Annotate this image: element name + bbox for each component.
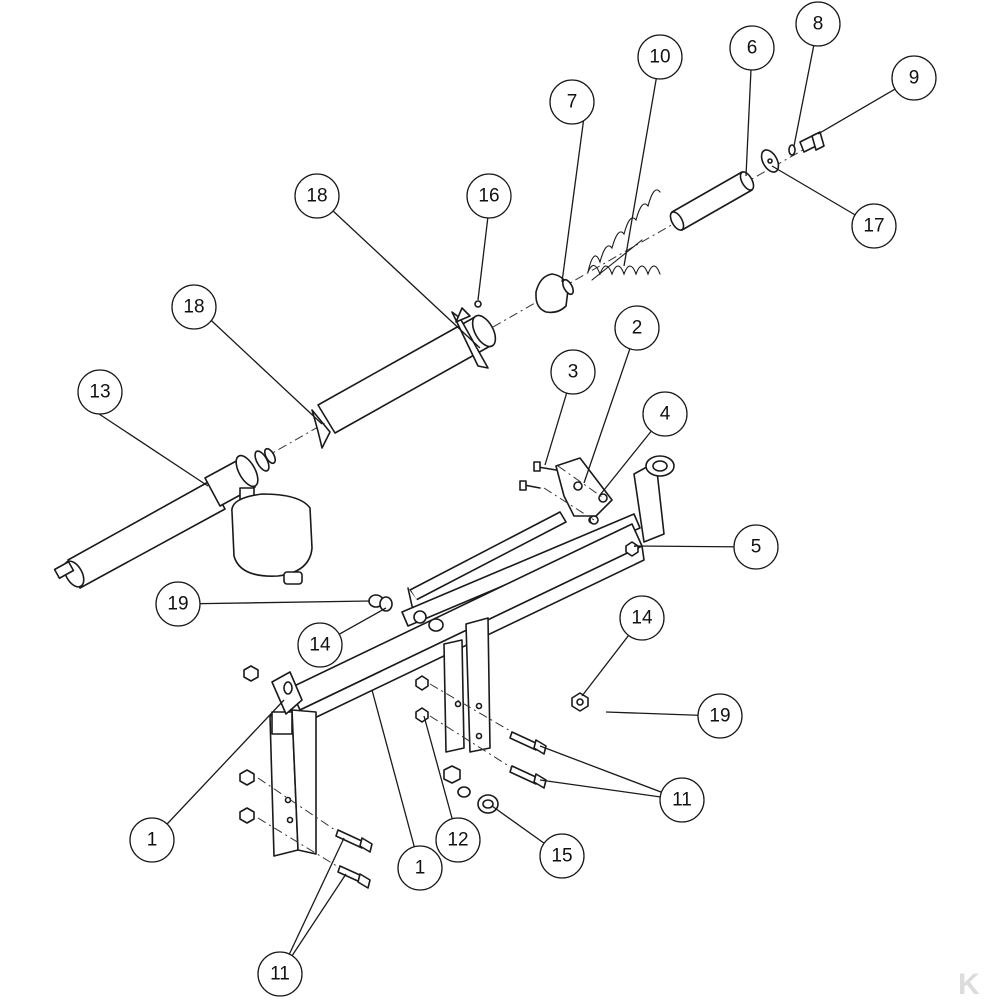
callout-15: 15 <box>539 833 585 879</box>
callout-10: 10 <box>637 34 683 80</box>
part-16-pin <box>474 300 482 308</box>
callout-label: 2 <box>632 318 643 339</box>
callout-label: 17 <box>863 216 884 237</box>
callout-12: 12 <box>435 817 481 863</box>
part-frame-pivot-post <box>633 455 675 543</box>
callout-11b: 11 <box>257 951 303 997</box>
part-1-main-frame <box>269 511 645 857</box>
callout-label: 13 <box>89 382 110 403</box>
callout-label: 15 <box>551 846 572 867</box>
callout-1b: 1 <box>397 845 443 891</box>
part-9-bolt <box>799 131 825 153</box>
callout-14a: 14 <box>297 622 343 668</box>
callout-9: 9 <box>891 55 937 101</box>
callout-label: 8 <box>813 14 824 35</box>
callout-2: 2 <box>614 305 660 351</box>
callout-label: 6 <box>747 38 758 59</box>
callout-label: 16 <box>478 186 499 207</box>
callout-label: 18 <box>306 186 327 207</box>
callout-4: 4 <box>642 391 688 437</box>
callout-19b: 19 <box>697 693 743 739</box>
callout-13: 13 <box>77 369 123 415</box>
part-8-ring <box>788 144 796 156</box>
callout-label: 12 <box>447 830 468 851</box>
callout-label: 9 <box>909 68 920 89</box>
callout-label: 18 <box>183 297 204 318</box>
part-13-hydraulic-cylinder <box>53 447 313 589</box>
callout-label: 19 <box>167 594 188 615</box>
callout-11a: 11 <box>659 777 705 823</box>
callout-14b: 14 <box>619 595 665 641</box>
callout-label: 19 <box>709 706 730 727</box>
part-17-washer <box>760 149 780 173</box>
callout-label: 14 <box>631 608 653 629</box>
part-12-15-washer-nut <box>443 765 499 814</box>
callout-16: 16 <box>466 173 512 219</box>
callout-label: 7 <box>567 92 578 113</box>
logo-mark: K <box>958 968 980 1000</box>
callout-8: 8 <box>795 1 841 47</box>
part-10-compression-spring <box>587 189 661 281</box>
callout-label: 11 <box>270 964 290 985</box>
part-7-end-cap <box>535 273 575 314</box>
callout-18a: 18 <box>294 173 340 219</box>
assembly-dash-lines <box>257 465 603 869</box>
callout-label: 3 <box>568 362 579 383</box>
callout-label: 1 <box>147 830 158 851</box>
callout-label: 10 <box>649 47 670 68</box>
callout-7: 7 <box>549 79 595 125</box>
part-11-bolts <box>335 731 547 889</box>
callout-5: 5 <box>733 524 779 570</box>
callout-label: 5 <box>751 537 762 558</box>
part-3-bolts <box>519 461 557 491</box>
part-6-shaft <box>669 171 755 231</box>
callout-17: 17 <box>851 203 897 249</box>
part-14-19-nuts-left <box>368 594 444 632</box>
callout-label: 11 <box>672 790 692 811</box>
callout-18b: 18 <box>171 284 217 330</box>
leader-lines <box>89 23 915 975</box>
callout-6: 6 <box>729 25 775 71</box>
callout-label: 1 <box>415 858 426 879</box>
callout-19a: 19 <box>155 581 201 627</box>
part-14-nut-right <box>571 692 589 712</box>
callout-3: 3 <box>550 349 596 395</box>
callout-label: 14 <box>309 635 331 656</box>
part-5-nut <box>625 541 639 557</box>
part-18-guide-tube <box>311 307 497 449</box>
frame-nuts <box>239 665 429 824</box>
brand-logo: K <box>950 966 996 1000</box>
callout-1a: 1 <box>129 817 175 863</box>
callout-label: 4 <box>660 404 671 425</box>
